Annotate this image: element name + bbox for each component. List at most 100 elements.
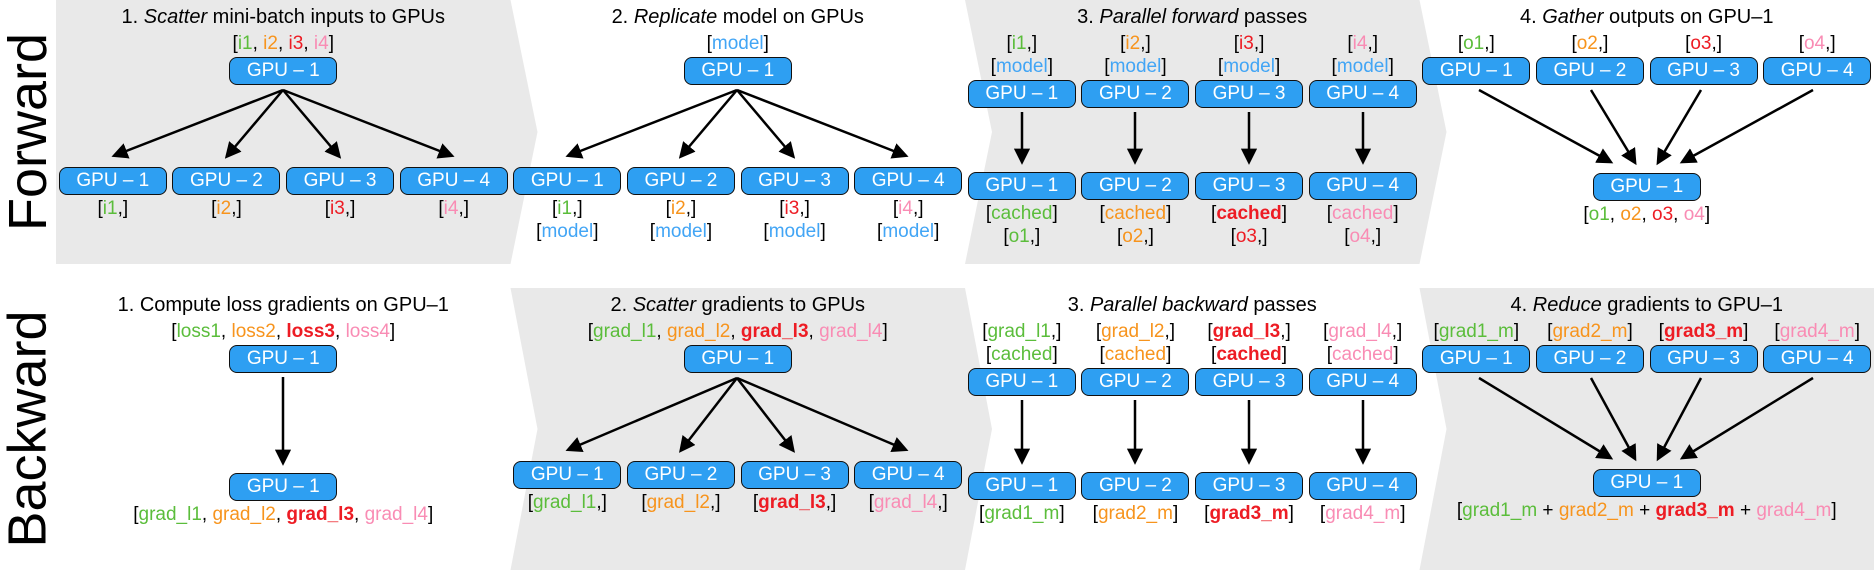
panel-backward-parallel-passes: 3. Parallel backward passes [grad_l1,] […	[965, 288, 1420, 570]
gpu-column: [grad2_m] GPU – 2	[1535, 320, 1644, 375]
panel-title: 2. Replicate model on GPUs	[611, 6, 864, 28]
label-row: [i1,] [i2,] [i3,] [i4,]	[56, 197, 511, 220]
data-label: [grad2_m]	[1092, 503, 1179, 524]
data-label: [i2,]	[1120, 33, 1151, 54]
gpu-box: GPU – 1	[513, 461, 622, 489]
panel-title: 3. Parallel backward passes	[1067, 294, 1317, 316]
gpu-box: GPU – 4	[1308, 472, 1417, 500]
panel-forward-replicate-model: 2. Replicate model on GPUs [model] GPU –…	[511, 0, 966, 264]
panel-title: 3. Parallel forward passes	[1077, 6, 1308, 28]
data-label: [grad_l2,]	[1095, 321, 1176, 342]
data-label: [i1,]	[551, 198, 583, 219]
data-label: [cached]	[985, 344, 1058, 365]
label-row: [i1,] [model] [i2,] [model] [i3,] [model…	[511, 197, 966, 243]
gpu-box: GPU – 2	[1535, 345, 1644, 373]
down-arrow	[1127, 112, 1144, 165]
gpu-column: [i3,] [model] GPU – 3 GPU – 3 [cached] […	[1195, 32, 1304, 248]
gpu-box: GPU – 1	[683, 345, 792, 373]
gpu-box: GPU – 1	[58, 167, 167, 195]
down-arrow	[1354, 112, 1371, 165]
gpu-box: GPU – 1	[1422, 57, 1531, 85]
gpu-box: GPU – 1	[967, 472, 1076, 500]
data-label: [model]	[536, 221, 599, 242]
data-label: [grad1_m]	[979, 503, 1065, 524]
gpu-box: GPU – 1	[1592, 469, 1701, 497]
panel-forward-scatter-inputs: 1. Scatter mini-batch inputs to GPUs [i1…	[56, 0, 511, 264]
gpu-box: GPU – 3	[286, 167, 395, 195]
gpu-box: GPU – 3	[1195, 368, 1304, 396]
data-label: [i2,]	[665, 198, 697, 219]
gpu-box: GPU – 2	[626, 461, 735, 489]
gpu-box: GPU – 4	[1308, 172, 1417, 200]
gpu-column: [i2,] [model] GPU – 2 GPU – 2 [cached] […	[1081, 32, 1190, 248]
data-label: [model]	[1104, 56, 1167, 77]
panel-title: 2. Scatter gradients to GPUs	[610, 294, 866, 316]
panel-forward-parallel-passes: 3. Parallel forward passes [i1,] [model]…	[965, 0, 1420, 264]
data-label: [grad3_m]	[1658, 321, 1749, 342]
label-stack: [i2,] [model]	[650, 197, 712, 243]
gpu-column: [grad3_m] GPU – 3	[1649, 320, 1758, 375]
data-label: [o3,]	[1230, 226, 1268, 247]
data-label: [o4,]	[1344, 226, 1382, 247]
panel-title: 1. Compute loss gradients on GPU–1	[117, 294, 449, 316]
data-label: [model]	[1331, 56, 1394, 77]
scatter-arrows	[565, 376, 909, 453]
gpu-box: GPU – 3	[1649, 57, 1758, 85]
data-label: [cached]	[1099, 344, 1172, 365]
data-label: [grad3_m]	[1204, 503, 1294, 524]
panel-backward-reduce-gradients: 4. Reduce gradients to GPU–1 [grad1_m] G…	[1420, 288, 1874, 570]
label-stack: [i4,] [model]	[877, 197, 939, 243]
gpu-column: [grad_l3,] [cached] GPU – 3 GPU – 3 [gra…	[1195, 320, 1304, 525]
data-label: [grad_l4,]	[1323, 321, 1403, 342]
gpu-box: GPU – 4	[1763, 345, 1872, 373]
down-arrow	[1354, 400, 1371, 465]
gpu-column: [grad_l2,] [cached] GPU – 2 GPU – 2 [gra…	[1081, 320, 1190, 525]
data-label: [grad1_m + grad2_m + grad3_m + grad4_m]	[1456, 500, 1837, 521]
gpu-box: GPU – 4	[1763, 57, 1872, 85]
gpu-column: [i1,] [model] GPU – 1 GPU – 1 [cached] […	[967, 32, 1076, 248]
gpu-box: GPU – 1	[967, 80, 1076, 108]
panel-title: 4. Gather outputs on GPU–1	[1519, 6, 1774, 28]
gpu-column: [grad_l1,] [cached] GPU – 1 GPU – 1 [gra…	[967, 320, 1076, 525]
data-label: [grad_l3,]	[752, 492, 837, 513]
gpu-box: GPU – 1	[229, 473, 338, 501]
parallel-columns: [grad_l1,] [cached] GPU – 1 GPU – 1 [gra…	[965, 320, 1420, 525]
data-label: [grad_l1, grad_l2, grad_l3, grad_l4]	[133, 504, 434, 525]
panel-forward-gather-outputs: 4. Gather outputs on GPU–1 [o1,] GPU – 1…	[1420, 0, 1874, 264]
gpu-box: GPU – 2	[626, 167, 735, 195]
down-arrow	[1240, 112, 1258, 165]
gpu-box: GPU – 3	[1195, 172, 1304, 200]
data-label: [loss1, loss2, loss3, loss4]	[171, 321, 396, 342]
data-label: [model]	[990, 56, 1053, 77]
gpu-column: [o3,] GPU – 3	[1649, 32, 1758, 87]
gpu-box: GPU – 4	[854, 461, 963, 489]
down-arrow	[1127, 400, 1144, 465]
data-label: [i1,]	[1006, 33, 1038, 54]
data-label: [grad_l3,]	[1207, 321, 1291, 342]
scatter-arrows	[111, 88, 455, 159]
data-label: [i1, i2, i3, i4]	[232, 33, 334, 54]
data-label: [grad_l1,]	[982, 321, 1062, 342]
gpu-column: [o1,] GPU – 1	[1422, 32, 1531, 87]
label-stack: [i1,] [model]	[536, 197, 598, 243]
data-label: [o1,]	[1003, 226, 1041, 247]
gpu-box: GPU – 1	[229, 345, 338, 373]
data-label: [o3,]	[1685, 33, 1723, 54]
gpu-box-row: GPU – 1 GPU – 2 GPU – 3 GPU – 4	[56, 165, 511, 197]
data-label: [grad_l1,]	[527, 492, 607, 513]
down-arrow	[1240, 400, 1258, 465]
data-label: [cached]	[985, 203, 1058, 224]
gpu-box: GPU – 4	[854, 167, 963, 195]
gpu-box: GPU – 1	[967, 172, 1076, 200]
panel-backward-compute-loss-gradients: 1. Compute loss gradients on GPU–1 [loss…	[56, 288, 511, 570]
gpu-box: GPU – 3	[1649, 345, 1758, 373]
data-label: [i1,]	[97, 198, 129, 219]
panel-title: 1. Scatter mini-batch inputs to GPUs	[121, 6, 445, 28]
data-label: [model]	[706, 33, 769, 54]
gpu-box: GPU – 2	[172, 167, 281, 195]
label-stack: [i3,] [model]	[763, 197, 825, 243]
data-label: [grad_l1, grad_l2, grad_l3, grad_l4]	[587, 321, 888, 342]
data-label: [i4,]	[1347, 33, 1378, 54]
gpu-column: [i4,] [model] GPU – 4 GPU – 4 [cached] […	[1308, 32, 1417, 248]
